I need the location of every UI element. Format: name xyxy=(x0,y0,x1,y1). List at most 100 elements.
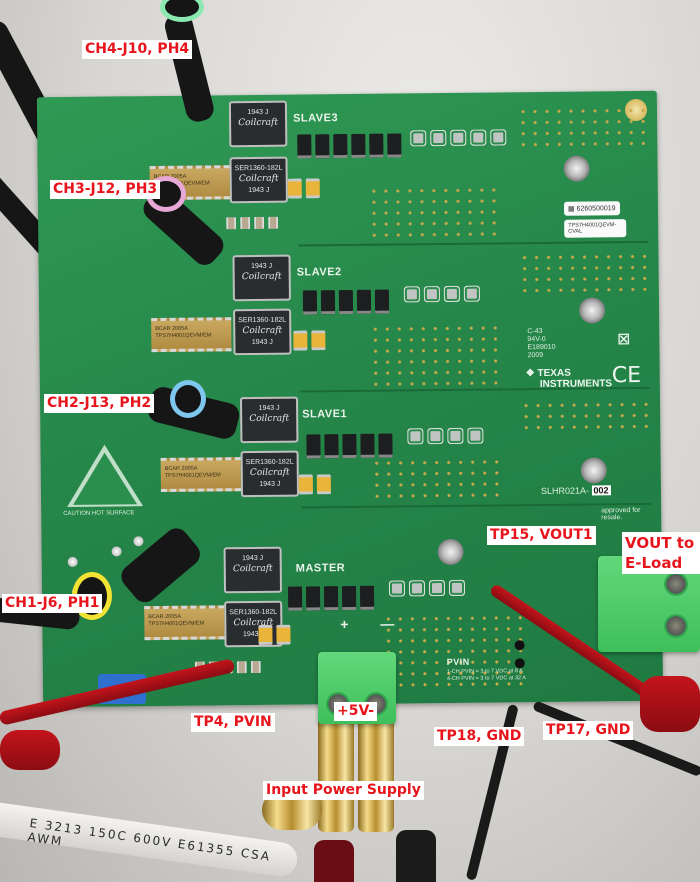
output-capacitor xyxy=(324,434,339,459)
tantalum-capacitor xyxy=(276,624,291,645)
section-divider xyxy=(298,240,649,247)
section-label-master: MASTER xyxy=(295,562,346,575)
output-capacitor xyxy=(305,586,321,611)
output-capacitor xyxy=(323,586,339,611)
tp15-red-clip-body xyxy=(640,676,700,732)
output-capacitor xyxy=(387,133,402,158)
label-plus5v: +5V- xyxy=(334,702,378,721)
banana-plug xyxy=(358,712,394,832)
capacitor-pad xyxy=(446,288,457,299)
output-capacitor xyxy=(306,434,321,459)
capacitor-pad xyxy=(433,133,444,144)
tantalum-capacitor xyxy=(316,474,331,495)
output-capacitor xyxy=(287,586,303,611)
vout-connector xyxy=(437,538,464,566)
capacitor-pad xyxy=(410,431,421,442)
label-tp4: TP4, PVIN xyxy=(191,713,275,732)
output-capacitor xyxy=(356,289,372,314)
ceramic-capacitor xyxy=(240,217,251,230)
capacitor-pad xyxy=(450,430,461,441)
output-capacitor xyxy=(374,289,390,314)
section-divider xyxy=(301,502,652,509)
via-array xyxy=(370,456,502,504)
via-array xyxy=(518,250,649,293)
resale-note: approved for resale. xyxy=(601,506,641,522)
capacitor-pad xyxy=(473,132,484,143)
capacitor-pad xyxy=(406,289,417,300)
section-label-slave3: SLAVE3 xyxy=(292,112,339,125)
output-capacitor xyxy=(297,134,312,159)
probe-ring-blue xyxy=(170,380,206,418)
capacitor-pad xyxy=(430,431,441,442)
texas-instruments-logo: ❖ TEXAS INSTRUMENTS xyxy=(525,367,613,391)
capacitor-pad xyxy=(411,583,423,594)
output-capacitor xyxy=(359,585,375,610)
output-capacitor xyxy=(351,133,366,158)
banana-plug xyxy=(318,712,354,832)
via-array xyxy=(520,398,651,433)
ti-icon: ❖ xyxy=(525,368,535,380)
output-capacitor xyxy=(320,290,336,315)
capacitor-pad xyxy=(493,132,504,143)
hot-surface-label: CAUTION HOT SURFACE xyxy=(63,510,135,518)
test-point xyxy=(133,536,144,547)
ceramic-capacitor xyxy=(250,660,261,674)
ceramic-capacitor xyxy=(268,216,279,229)
label-input-power-supply: Input Power Supply xyxy=(263,781,424,800)
capacitor-pad xyxy=(426,289,437,300)
tantalum-capacitor xyxy=(258,624,273,645)
capacitor-pad xyxy=(413,133,424,144)
model-sticker: TPS7H4001QEVM-CVAL xyxy=(564,219,627,238)
plus-sign: + xyxy=(340,616,350,633)
label-tp17: TP17, GND xyxy=(543,721,634,740)
label-ch1: CH1-J6, PH1 xyxy=(2,594,103,613)
black-binding-post xyxy=(396,830,436,882)
via-array xyxy=(369,322,500,388)
output-capacitor xyxy=(341,585,357,611)
probe-ring-green xyxy=(160,0,204,22)
hot-surface-warning-inner xyxy=(72,452,138,505)
ce-mark-icon: CE xyxy=(611,362,642,389)
capacitor-pad xyxy=(466,288,477,299)
label-ch3: CH3-J12, PH3 xyxy=(50,180,161,199)
test-point xyxy=(111,546,122,557)
test-point xyxy=(67,556,78,567)
revision-label: SLHR021A- 002 xyxy=(540,485,611,497)
output-capacitor xyxy=(378,433,393,458)
capacitor-pad xyxy=(431,583,443,594)
tantalum-capacitor xyxy=(287,178,302,199)
via-array xyxy=(367,184,499,242)
vout-connector xyxy=(578,297,606,324)
ul-marking: C-43 94V-0 E189010 2009 xyxy=(527,327,556,360)
capacitor-pad xyxy=(470,430,481,441)
vout-connector xyxy=(563,155,590,182)
label-tp18: TP18, GND xyxy=(434,727,525,746)
minus-sign: — xyxy=(380,615,395,632)
pvin-label: PVIN xyxy=(446,656,470,668)
tp19-gnd xyxy=(514,658,525,669)
section-label-slave2: SLAVE2 xyxy=(296,266,342,279)
tantalum-capacitor xyxy=(298,474,313,495)
screw-icon xyxy=(664,614,688,638)
tantalum-capacitor xyxy=(311,330,326,351)
ceramic-capacitor xyxy=(226,217,237,230)
serial-sticker: ▦ 6260500019 xyxy=(563,201,621,216)
label-ch4: CH4-J10, PH4 xyxy=(82,40,193,59)
label-tp15: TP15, VOUT1 xyxy=(487,526,596,545)
capacitor-pad xyxy=(391,583,403,594)
output-capacitor xyxy=(315,134,330,159)
label-ch2: CH2-J13, PH2 xyxy=(44,394,155,413)
label-vout-eload: VOUT to E-Load xyxy=(622,532,700,574)
output-capacitor xyxy=(369,133,384,158)
output-capacitor xyxy=(342,433,357,459)
section-label-slave1: SLAVE1 xyxy=(302,408,348,421)
tantalum-capacitor xyxy=(305,178,320,199)
